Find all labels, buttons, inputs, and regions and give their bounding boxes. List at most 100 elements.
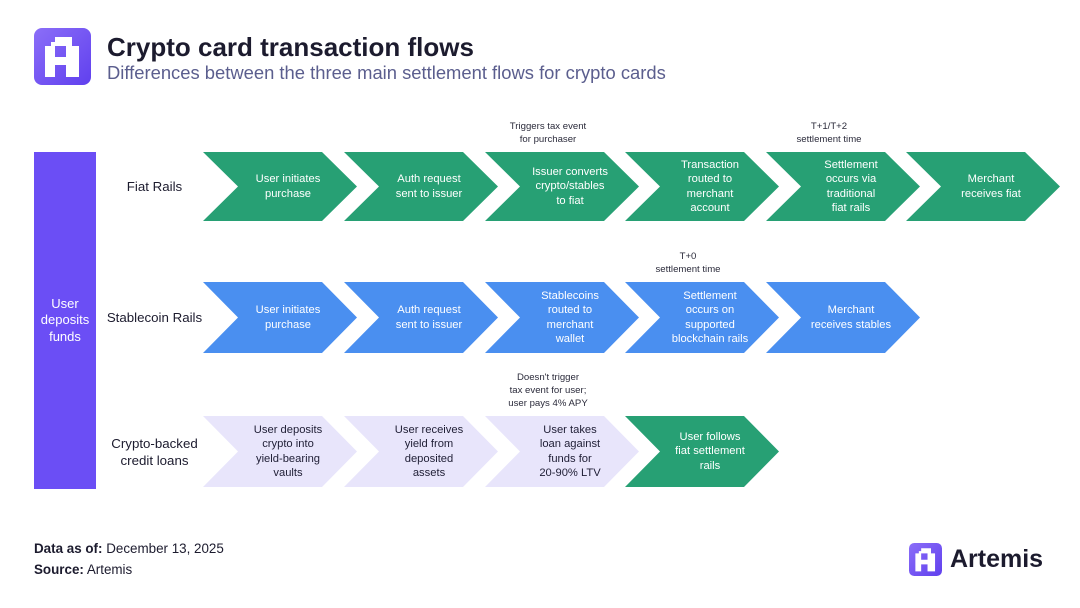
origin-node-line: funds [49, 328, 81, 344]
diagram-subtitle: Differences between the three main settl… [107, 62, 666, 83]
step-label-line: occurs via [825, 173, 877, 185]
step-label-line: Issuer converts [532, 165, 608, 178]
crypto-backed-credit-loans-step-3-annotation: Doesn't trigger tax event for user; user p… [478, 371, 618, 410]
row-label-line: Fiat Rails [126, 179, 183, 194]
step-label-line: Transaction [680, 158, 740, 171]
origin-node-line: User [51, 295, 79, 311]
chevron-arrow-shape [344, 416, 498, 487]
chevron-arrow-fill [485, 282, 639, 353]
fiat-rails-step-5-annotation: T+1/T+2 settlement time [759, 120, 899, 146]
chevron-arrow-fill [625, 152, 779, 221]
step-label-line: User initiates [255, 173, 321, 185]
step-label-line: User receives [394, 423, 464, 436]
chevron-arrow-shape [203, 152, 357, 221]
step-label-line: fiat settlement [675, 445, 745, 458]
step-label-line: crypto/stables [535, 180, 605, 193]
chevron-arrow-shape [344, 282, 498, 353]
step-label-line: User takes [543, 423, 597, 436]
chevron-arrow-shape [625, 416, 779, 487]
step-label-line: purchase [264, 318, 312, 331]
chevron-arrow-fill [203, 416, 357, 487]
chevron-arrow-fill [766, 152, 920, 221]
chevron-arrow-shape [766, 152, 920, 221]
source-label: Source: [34, 562, 84, 577]
step-label-line: loan against [539, 438, 601, 450]
step-label-line: routed to [547, 304, 593, 316]
stablecoin-rails-step-1: User initiates purchase [203, 282, 357, 353]
data-as-of-value: December 13, 2025 [106, 541, 224, 556]
step-label-line: rails [699, 459, 721, 472]
chevron-arrow-shape [344, 152, 498, 221]
step-label-line: User follows [679, 430, 741, 443]
chevron-arrow-fill [625, 282, 779, 353]
chevron-arrow-fill [203, 152, 357, 221]
step-label-line: traditional [826, 187, 876, 200]
chevron-arrow-shape [766, 282, 920, 353]
chevron-arrow-shape [485, 416, 639, 487]
step-label-line: Settlement [824, 158, 878, 171]
chevron-arrow-shape [485, 152, 639, 221]
source-value: Artemis [86, 562, 133, 577]
annotation-line: for purchaser [519, 134, 577, 145]
chevron-arrow-fill [485, 152, 639, 221]
step-label-line: Merchant [827, 304, 875, 316]
step-label-line: yield-bearing [255, 452, 321, 465]
annotation-line: settlement time [796, 134, 862, 145]
source-line: Source: Artemis [34, 561, 132, 578]
step-label-line: assets [412, 467, 446, 479]
origin-node-line: deposits [40, 312, 90, 328]
fiat-rails-step-1: User initiates purchase [203, 152, 357, 221]
step-label-line: deposited [404, 452, 454, 465]
chevron-arrow-fill [766, 282, 920, 353]
annotation-line: settlement time [655, 264, 721, 275]
chevron-arrow-fill [344, 416, 498, 487]
chevron-arrow-fill [625, 416, 779, 487]
chevron-arrow-shape [906, 152, 1060, 221]
artemis-logo-icon [34, 28, 91, 85]
chevron-arrow-shape [203, 282, 357, 353]
step-label-line: routed to [687, 173, 733, 185]
annotation-line: tax event for user; [509, 385, 587, 396]
step-label-line: Auth request [397, 173, 461, 185]
annotation-line: Triggers tax event [509, 121, 587, 132]
step-label-line: to fiat [556, 194, 584, 207]
step-label-line: account [690, 202, 730, 214]
step-label-line: blockchain rails [671, 333, 749, 345]
row-label-stablecoin-rails: Stablecoin Rails [100, 282, 209, 353]
annotation-line: Doesn't trigger [516, 372, 580, 383]
origin-node-user-deposits-funds: User deposits funds [34, 152, 96, 489]
step-label-line: purchase [264, 187, 312, 200]
chevron-arrow-shape [485, 282, 639, 353]
annotation-line: T+1/T+2 [810, 121, 848, 132]
brand-name: Artemis [950, 545, 1044, 573]
step-label-line: Stablecoins [541, 289, 599, 302]
step-label-line: fiat rails [831, 202, 871, 214]
step-label-line: User initiates [255, 304, 321, 316]
fiat-rails-step-5: Settlement occurs via traditional fiat rail… [766, 152, 920, 221]
step-label-line: Merchant [967, 173, 1015, 185]
annotation-line: user pays 4% APY [508, 398, 588, 409]
artemis-logo-icon [909, 543, 942, 576]
step-label-line: Settlement [683, 289, 737, 302]
step-label-line: Auth request [397, 304, 461, 316]
chevron-arrow-fill [344, 282, 498, 353]
step-label: Settlement occurs via traditional fiat rail… [796, 152, 906, 221]
step-label-line: crypto into [262, 438, 314, 450]
step-label-line: User deposits [253, 423, 323, 436]
row-label-line: credit loans [120, 452, 189, 468]
